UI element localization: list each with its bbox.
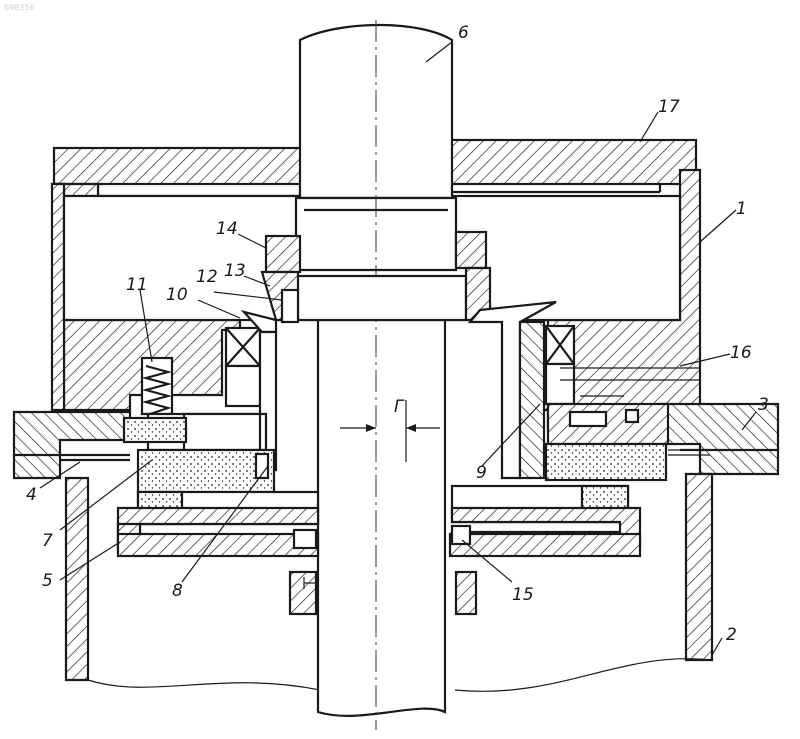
label-1: 1 xyxy=(736,199,747,219)
label-14: 14 xyxy=(216,219,238,239)
label-12: 12 xyxy=(196,267,218,287)
label-9: 9 xyxy=(476,463,487,483)
label-gap: Г xyxy=(394,397,405,417)
watermark: 698356 xyxy=(4,3,35,12)
label-17: 17 xyxy=(658,97,680,117)
label-15: 15 xyxy=(512,585,534,605)
label-6: 6 xyxy=(458,23,469,43)
label-16: 16 xyxy=(730,343,752,363)
spring xyxy=(142,358,172,414)
shaft xyxy=(296,20,456,730)
label-7: 7 xyxy=(42,531,53,551)
label-11: 11 xyxy=(126,275,148,295)
label-4: 4 xyxy=(26,485,37,505)
label-3: 3 xyxy=(758,395,769,415)
label-2: 2 xyxy=(726,625,737,645)
label-8: 8 xyxy=(172,581,183,601)
label-10: 10 xyxy=(166,285,188,305)
label-13: 13 xyxy=(224,261,246,281)
label-5: 5 xyxy=(42,571,53,591)
